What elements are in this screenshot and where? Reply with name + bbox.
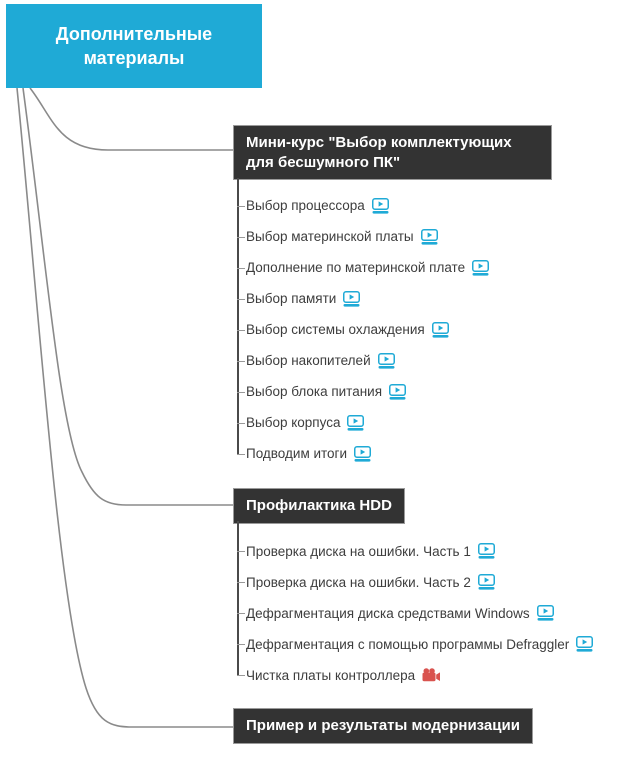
list-item[interactable]: Выбор процессора bbox=[233, 190, 389, 221]
section-header-hdd[interactable]: Профилактика HDD bbox=[233, 488, 405, 524]
video-screen-icon[interactable] bbox=[431, 321, 449, 338]
video-screen-icon[interactable] bbox=[389, 383, 407, 400]
connector-mini-course bbox=[29, 87, 233, 151]
root-node[interactable]: Дополнительные материалы bbox=[6, 4, 262, 88]
list-item[interactable]: Выбор блока питания bbox=[233, 376, 407, 407]
item-label: Дефрагментация диска средствами Windows bbox=[246, 605, 530, 621]
section-items: Выбор процессора Выбор материнской платы bbox=[233, 190, 490, 469]
list-item[interactable]: Чистка платы контроллера bbox=[233, 660, 441, 691]
item-label: Выбор системы охлаждения bbox=[246, 322, 425, 337]
tree-line bbox=[237, 521, 239, 676]
connector-hdd bbox=[22, 87, 233, 506]
item-label: Дополнение по материнской плате bbox=[246, 260, 466, 275]
section-example: Пример и результаты модернизации bbox=[233, 708, 533, 744]
video-screen-icon[interactable] bbox=[343, 290, 361, 307]
item-label: Выбор корпуса bbox=[246, 415, 341, 430]
list-item[interactable]: Выбор корпуса bbox=[233, 407, 365, 438]
video-screen-icon[interactable] bbox=[472, 259, 490, 276]
item-label: Подводим итоги bbox=[246, 446, 348, 461]
list-item[interactable]: Выбор накопителей bbox=[233, 345, 395, 376]
list-item[interactable]: Подводим итоги bbox=[233, 438, 372, 469]
tree-line bbox=[237, 178, 239, 454]
video-screen-icon[interactable] bbox=[420, 228, 438, 245]
list-item[interactable]: Выбор материнской платы bbox=[233, 221, 438, 252]
item-label: Выбор процессора bbox=[246, 198, 365, 213]
section-hdd: Профилактика HDD Проверка диска на ошибк… bbox=[233, 488, 594, 691]
section-items: Проверка диска на ошибки. Часть 1 Провер… bbox=[233, 536, 594, 691]
video-screen-icon[interactable] bbox=[377, 352, 395, 369]
root-title: Дополнительные материалы bbox=[55, 23, 213, 68]
item-label: Дефрагментация с помощью программы Defra… bbox=[246, 636, 570, 652]
video-screen-icon[interactable] bbox=[477, 543, 495, 559]
list-item[interactable]: Дополнение по материнской плате bbox=[233, 252, 490, 283]
list-item[interactable]: Проверка диска на ошибки. Часть 1 bbox=[233, 536, 495, 567]
item-label: Чистка платы контроллера bbox=[246, 667, 416, 683]
section-header-example[interactable]: Пример и результаты модернизации bbox=[233, 708, 533, 744]
video-screen-icon[interactable] bbox=[576, 636, 594, 652]
item-label: Выбор памяти bbox=[246, 291, 337, 306]
list-item[interactable]: Дефрагментация с помощью программы Defra… bbox=[233, 629, 594, 660]
video-screen-icon[interactable] bbox=[536, 605, 554, 621]
list-item[interactable]: Проверка диска на ошибки. Часть 2 bbox=[233, 567, 495, 598]
list-item[interactable]: Выбор памяти bbox=[233, 283, 361, 314]
video-screen-icon[interactable] bbox=[354, 445, 372, 462]
item-label: Выбор накопителей bbox=[246, 353, 371, 368]
video-screen-icon[interactable] bbox=[371, 197, 389, 214]
section-mini-course: Мини-курс "Выбор комплектующих для бесшу… bbox=[233, 125, 552, 469]
item-label: Выбор материнской платы bbox=[246, 229, 414, 244]
section-header-mini-course[interactable]: Мини-курс "Выбор комплектующих для бесшу… bbox=[233, 125, 552, 180]
list-item[interactable]: Дефрагментация диска средствами Windows bbox=[233, 598, 554, 629]
connector-example bbox=[16, 87, 233, 728]
video-camera-icon[interactable] bbox=[422, 668, 441, 682]
video-screen-icon[interactable] bbox=[477, 574, 495, 590]
video-screen-icon[interactable] bbox=[347, 414, 365, 431]
item-label: Выбор блока питания bbox=[246, 384, 383, 399]
item-label: Проверка диска на ошибки. Часть 1 bbox=[246, 543, 471, 559]
list-item[interactable]: Выбор системы охлаждения bbox=[233, 314, 449, 345]
item-label: Проверка диска на ошибки. Часть 2 bbox=[246, 574, 471, 590]
